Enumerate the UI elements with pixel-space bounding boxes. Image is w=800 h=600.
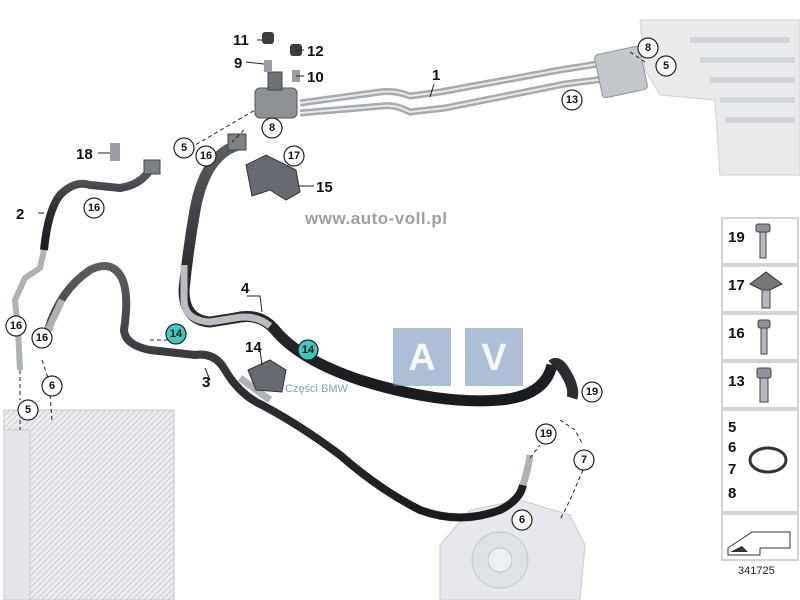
small-parts <box>110 32 302 393</box>
label-11: 11 <box>233 32 249 49</box>
watermark: www.auto-voll.pl A V Części BMW <box>285 209 523 395</box>
label-1: 1 <box>432 67 440 84</box>
svg-text:16: 16 <box>88 202 100 214</box>
svg-text:13: 13 <box>728 373 745 390</box>
leader-lines <box>38 39 435 381</box>
svg-text:13: 13 <box>566 94 578 106</box>
bolt-19-icon <box>755 223 771 259</box>
expansion-block <box>254 71 298 119</box>
svg-text:5: 5 <box>25 404 31 416</box>
svg-text:19: 19 <box>540 428 552 440</box>
svg-text:6: 6 <box>49 380 55 392</box>
svg-text:6: 6 <box>519 514 525 526</box>
callout-16-left-a: 16 <box>5 315 27 337</box>
reference-number: 341725 <box>738 565 775 577</box>
callout-6-left: 6 <box>41 375 63 397</box>
svg-text:17: 17 <box>288 150 300 162</box>
main-labels: 1 2 3 4 9 10 11 12 14 15 18 <box>16 32 440 391</box>
label-4: 4 <box>241 280 250 297</box>
legend-item-19: 19 <box>721 217 799 265</box>
callout-5-left: 5 <box>17 399 39 421</box>
callout-17: 17 <box>283 145 305 167</box>
bolt-13-icon <box>756 367 772 403</box>
svg-text:8: 8 <box>269 122 275 134</box>
svg-text:6: 6 <box>728 439 736 456</box>
svg-text:16: 16 <box>36 332 48 344</box>
callouts: 8 5 13 8 5 16 17 16 16 16 6 5 14 14 19 1… <box>5 37 677 531</box>
bolt-16-icon <box>757 319 771 355</box>
legend-item-17: 17 <box>721 265 799 313</box>
svg-text:14: 14 <box>302 344 315 356</box>
label-18: 18 <box>76 146 93 163</box>
hose-4 <box>178 133 579 407</box>
callout-5-top-right: 5 <box>655 55 677 77</box>
watermark-box-v <box>465 328 523 386</box>
svg-text:16: 16 <box>200 150 212 162</box>
watermark-box-a <box>393 328 451 386</box>
svg-text:14: 14 <box>170 328 183 340</box>
svg-text:8: 8 <box>645 42 651 54</box>
svg-text:5: 5 <box>728 419 736 436</box>
nut-17-icon <box>749 271 783 309</box>
label-12: 12 <box>307 43 324 60</box>
callout-13: 13 <box>561 89 583 111</box>
svg-text:19: 19 <box>728 229 745 246</box>
watermark-letter-a: A <box>408 337 435 379</box>
label-15: 15 <box>316 179 333 196</box>
callout-16-center: 16 <box>195 145 217 167</box>
svg-text:8: 8 <box>728 485 736 502</box>
legend-item-13: 13 <box>721 361 799 409</box>
callout-14-highlight-right: 14 <box>297 339 319 361</box>
callout-14-highlight-left: 14 <box>165 323 187 345</box>
callout-7: 7 <box>573 449 595 471</box>
callout-5-center: 5 <box>173 137 195 159</box>
svg-text:5: 5 <box>663 60 669 72</box>
svg-text:19: 19 <box>586 386 598 398</box>
legend-item-seals: 5 6 7 8 <box>721 409 799 513</box>
svg-text:16: 16 <box>10 320 22 332</box>
svg-text:16: 16 <box>728 325 745 342</box>
label-3: 3 <box>202 374 210 391</box>
callout-8-top-right: 8 <box>637 37 659 59</box>
o-ring-icon <box>748 446 788 474</box>
hardware-legend: 19 17 16 13 <box>721 217 799 577</box>
callout-19-right: 19 <box>581 381 603 403</box>
watermark-url: www.auto-voll.pl <box>304 209 447 228</box>
callout-19-lower: 19 <box>535 423 557 445</box>
callout-8-center: 8 <box>261 117 283 139</box>
label-2: 2 <box>16 206 24 223</box>
svg-text:5: 5 <box>181 142 187 154</box>
hose-3 <box>44 262 534 522</box>
watermark-caption: Części BMW <box>285 383 349 395</box>
legend-item-16: 16 <box>721 313 799 361</box>
hose-2 <box>11 159 161 371</box>
label-14: 14 <box>245 339 262 356</box>
legend-item-arrow <box>721 513 799 561</box>
ac-compressor <box>439 499 586 600</box>
callout-16-upper-left: 16 <box>83 197 105 219</box>
callout-6-bottom: 6 <box>511 509 533 531</box>
svg-text:7: 7 <box>581 454 587 466</box>
evaporator-housing <box>639 19 800 176</box>
refrigerant-line-1 <box>299 45 648 117</box>
label-9: 9 <box>234 55 242 72</box>
callout-16-left-b: 16 <box>31 327 53 349</box>
watermark-letter-v: V <box>481 337 507 379</box>
svg-text:17: 17 <box>728 277 745 294</box>
condenser-radiator <box>3 409 175 600</box>
svg-text:7: 7 <box>728 461 736 478</box>
label-10: 10 <box>307 69 324 86</box>
